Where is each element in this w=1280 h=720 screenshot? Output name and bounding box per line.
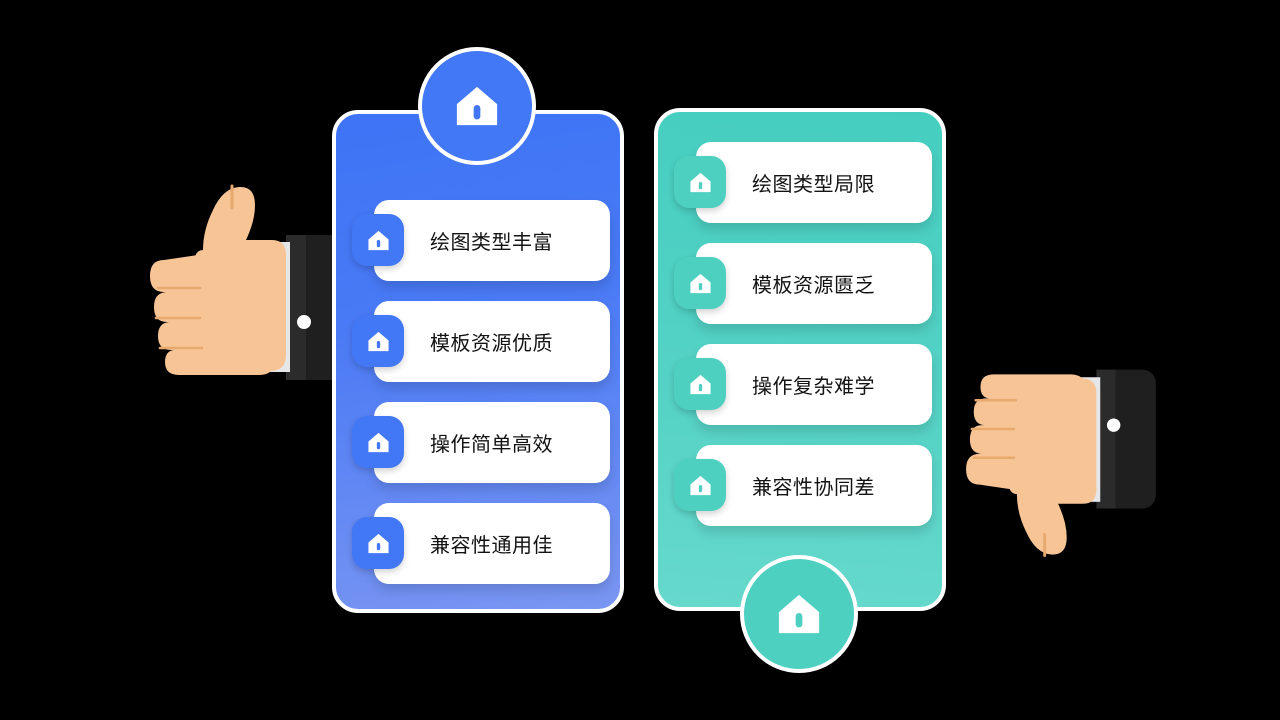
house-icon (367, 230, 389, 250)
item-icon-wrapper (352, 517, 404, 569)
house-icon (778, 594, 820, 634)
cons-badge (740, 555, 858, 673)
house-icon (689, 475, 711, 495)
item-icon-wrapper (352, 214, 404, 266)
item-icon-wrapper (674, 358, 726, 410)
house-icon (456, 86, 498, 126)
house-icon (689, 172, 711, 192)
list-item[interactable]: 兼容性协同差 (674, 445, 932, 526)
list-item[interactable]: 操作复杂难学 (674, 344, 932, 425)
item-card[interactable] (374, 503, 610, 584)
item-card[interactable] (374, 200, 610, 281)
item-icon-wrapper (352, 315, 404, 367)
item-icon-wrapper (352, 416, 404, 468)
list-item[interactable]: 兼容性通用佳 (352, 503, 610, 584)
house-icon (367, 331, 389, 351)
item-label: 操作复杂难学 (752, 374, 875, 398)
house-icon (689, 273, 711, 293)
item-card[interactable] (696, 445, 932, 526)
item-card[interactable] (696, 243, 932, 324)
pros-badge (418, 47, 536, 165)
item-card[interactable] (696, 142, 932, 223)
house-icon (689, 374, 711, 394)
item-card[interactable] (374, 402, 610, 483)
cons-item-list: 绘图类型局限 模板资源匮乏 操作复杂难学 (674, 142, 932, 526)
list-item[interactable]: 操作简单高效 (352, 402, 610, 483)
thumbs-down-icon (966, 369, 1156, 557)
list-item[interactable]: 模板资源匮乏 (674, 243, 932, 324)
item-label: 兼容性协同差 (752, 475, 875, 499)
item-label: 模板资源优质 (430, 331, 553, 355)
item-card[interactable] (696, 344, 932, 425)
thumbs-down-illustration (940, 360, 1180, 590)
item-label: 操作简单高效 (430, 432, 553, 456)
item-label: 兼容性通用佳 (430, 533, 553, 557)
pros-item-list: 绘图类型丰富 模板资源优质 操作简单高效 (352, 200, 610, 584)
item-icon-wrapper (674, 156, 726, 208)
list-item[interactable]: 模板资源优质 (352, 301, 610, 382)
list-item[interactable]: 绘图类型局限 (674, 142, 932, 223)
item-icon-wrapper (674, 257, 726, 309)
item-card[interactable] (374, 301, 610, 382)
house-icon (367, 533, 389, 553)
item-label: 绘图类型丰富 (430, 230, 553, 254)
list-item[interactable]: 绘图类型丰富 (352, 200, 610, 281)
house-icon (367, 432, 389, 452)
item-label: 绘图类型局限 (752, 172, 875, 196)
item-label: 模板资源匮乏 (752, 273, 875, 297)
item-icon-wrapper (674, 459, 726, 511)
